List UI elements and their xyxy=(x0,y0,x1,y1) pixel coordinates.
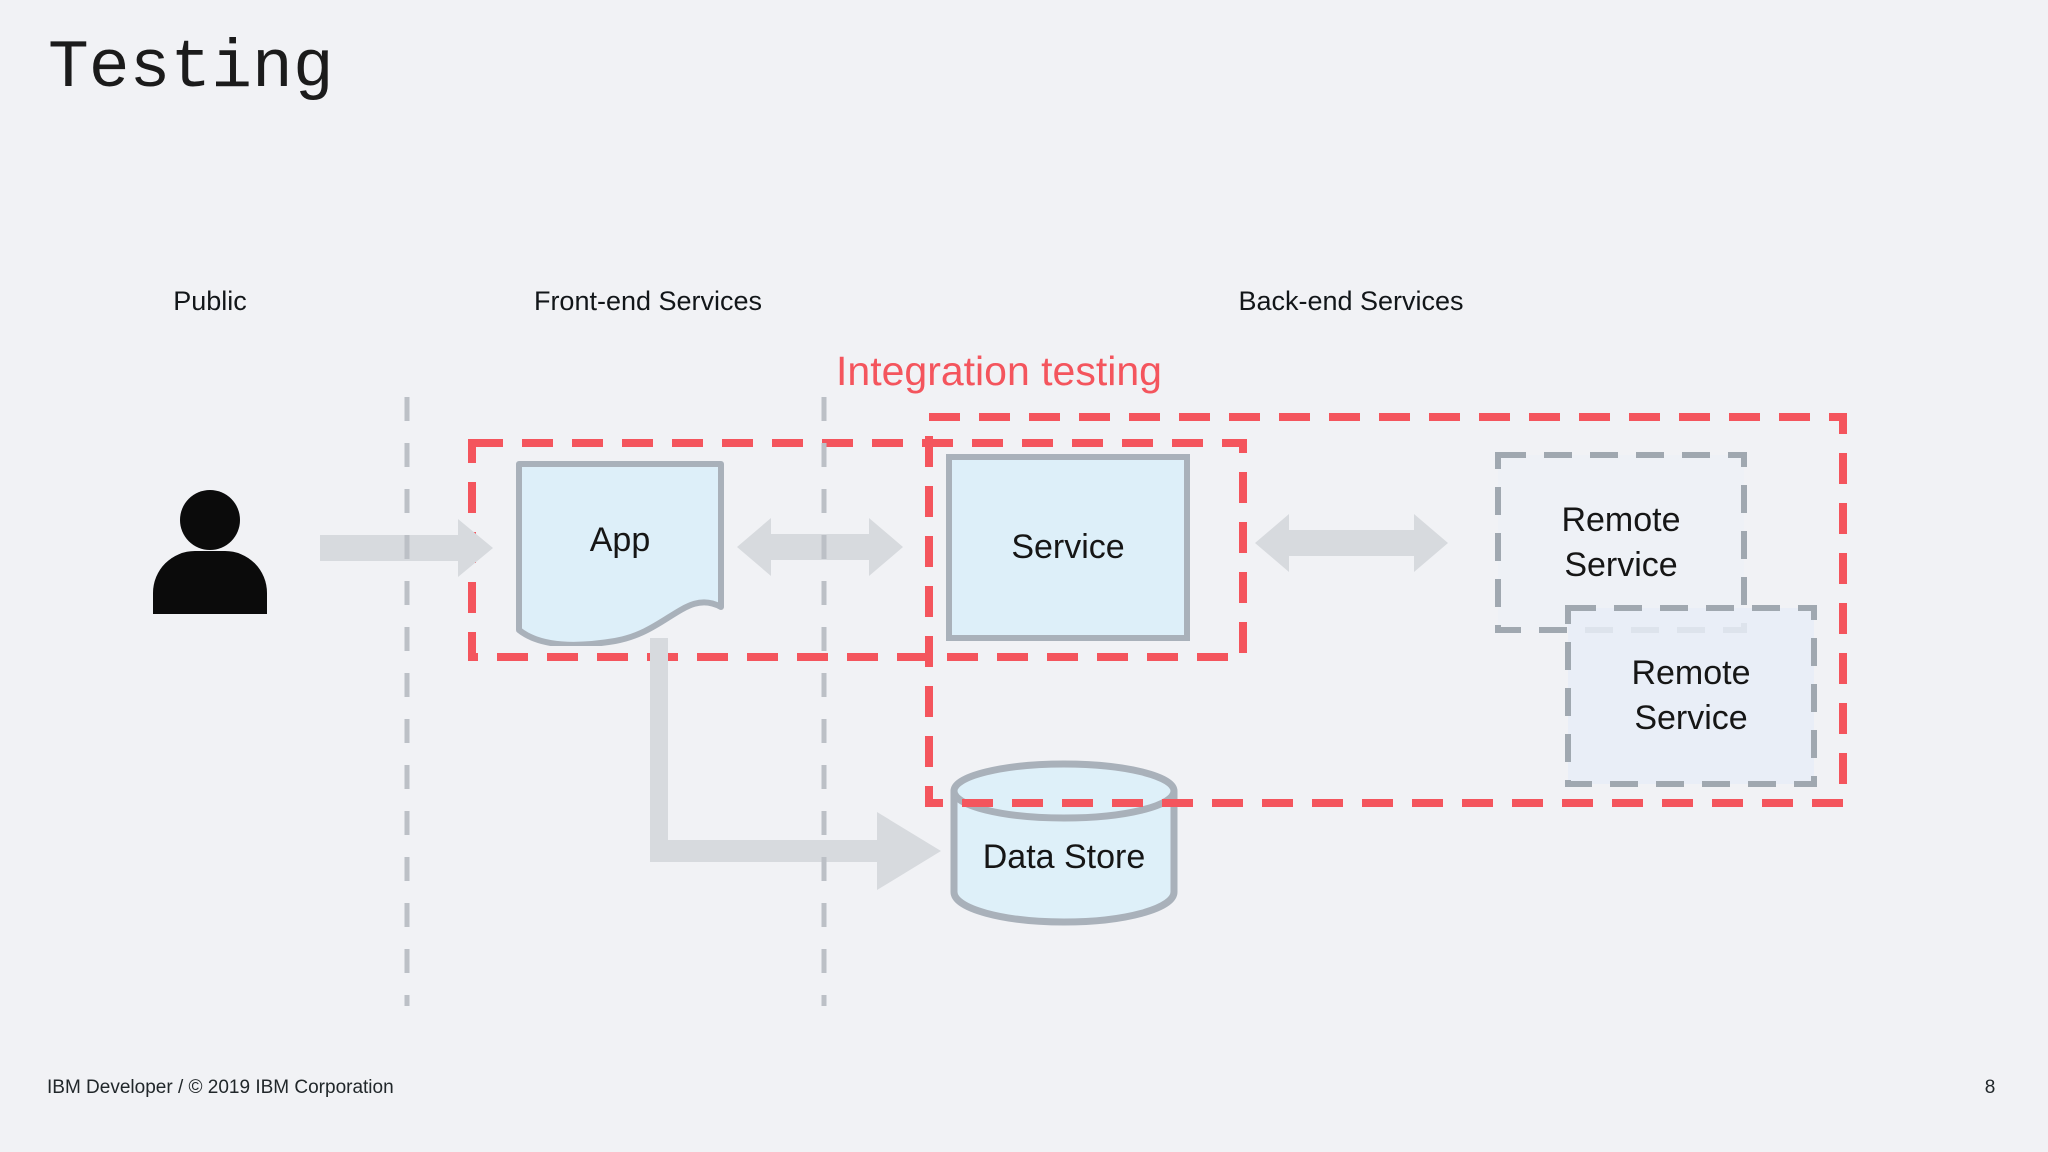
arrow-app-to-datastore-icon xyxy=(650,638,941,890)
integration-testing-label: Integration testing xyxy=(836,348,1162,394)
app-node: App xyxy=(515,460,725,648)
datastore-node: Data Store xyxy=(948,760,1180,935)
arrow-public-to-app-icon xyxy=(320,519,493,577)
column-label-backend: Back-end Services xyxy=(1238,286,1464,316)
column-label-frontend: Front-end Services xyxy=(533,286,763,316)
datastore-label: Data Store xyxy=(982,837,1146,876)
remote-service-2-node: Remote Service xyxy=(1565,605,1817,787)
footer-text: IBM Developer / © 2019 IBM Corporation xyxy=(47,1077,394,1098)
document-shape-icon xyxy=(516,461,724,648)
person-icon xyxy=(153,490,267,614)
remote-service-2-label: Remote Service xyxy=(1631,654,1751,737)
service-label: Service xyxy=(1011,528,1125,567)
arrow-service-remote-bidirectional-icon xyxy=(1255,514,1448,572)
arrow-app-service-bidirectional-icon xyxy=(737,518,903,576)
app-label: App xyxy=(589,520,651,559)
page-number: 8 xyxy=(1984,1077,1996,1098)
column-label-public: Public xyxy=(173,286,247,316)
service-node: Service xyxy=(946,454,1190,641)
slide-title: Testing xyxy=(48,30,334,107)
